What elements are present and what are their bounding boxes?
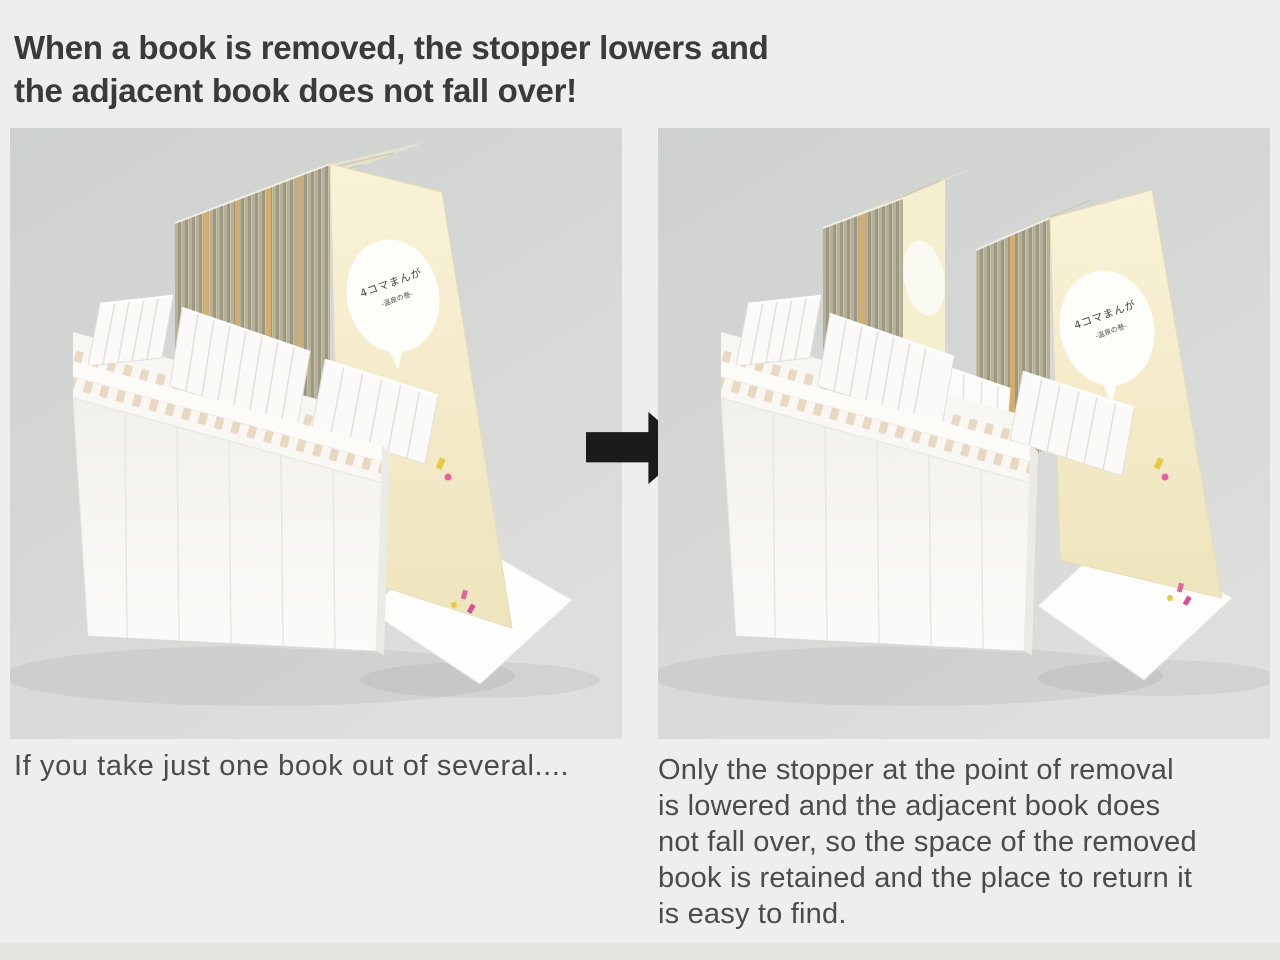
floor-shadow <box>10 646 515 706</box>
footer-strip <box>0 943 1280 960</box>
stand-side-edge <box>376 446 390 655</box>
stand-front-holes <box>73 377 382 483</box>
book-stand-full-illustration: 4コマまんが -温泉の巻- <box>10 128 622 739</box>
photo-before: 4コマまんが -温泉の巻- <box>10 128 622 739</box>
stand-side-edge <box>1024 446 1038 655</box>
stand-front-rail <box>73 361 382 462</box>
stand-front-rail <box>721 361 1030 462</box>
speech-bubble <box>346 239 440 353</box>
cover-confetti <box>1153 457 1192 606</box>
cover-confetti <box>435 457 476 614</box>
stopper-flaps <box>735 294 1135 477</box>
caption-before: If you take just one book out of several… <box>14 750 570 782</box>
stand-front-holes <box>721 377 1030 483</box>
caption-after: Only the stopper at the point of removal… <box>658 754 1197 930</box>
floor-shadow <box>658 646 1163 706</box>
speech-bubble <box>1059 270 1155 386</box>
page-title: When a book is removed, the stopper lowe… <box>14 29 769 109</box>
photo-after: 4コマまんが -温泉の巻- <box>658 128 1270 739</box>
book-stand-removed-illustration: 4コマまんが -温泉の巻- <box>658 128 1270 739</box>
